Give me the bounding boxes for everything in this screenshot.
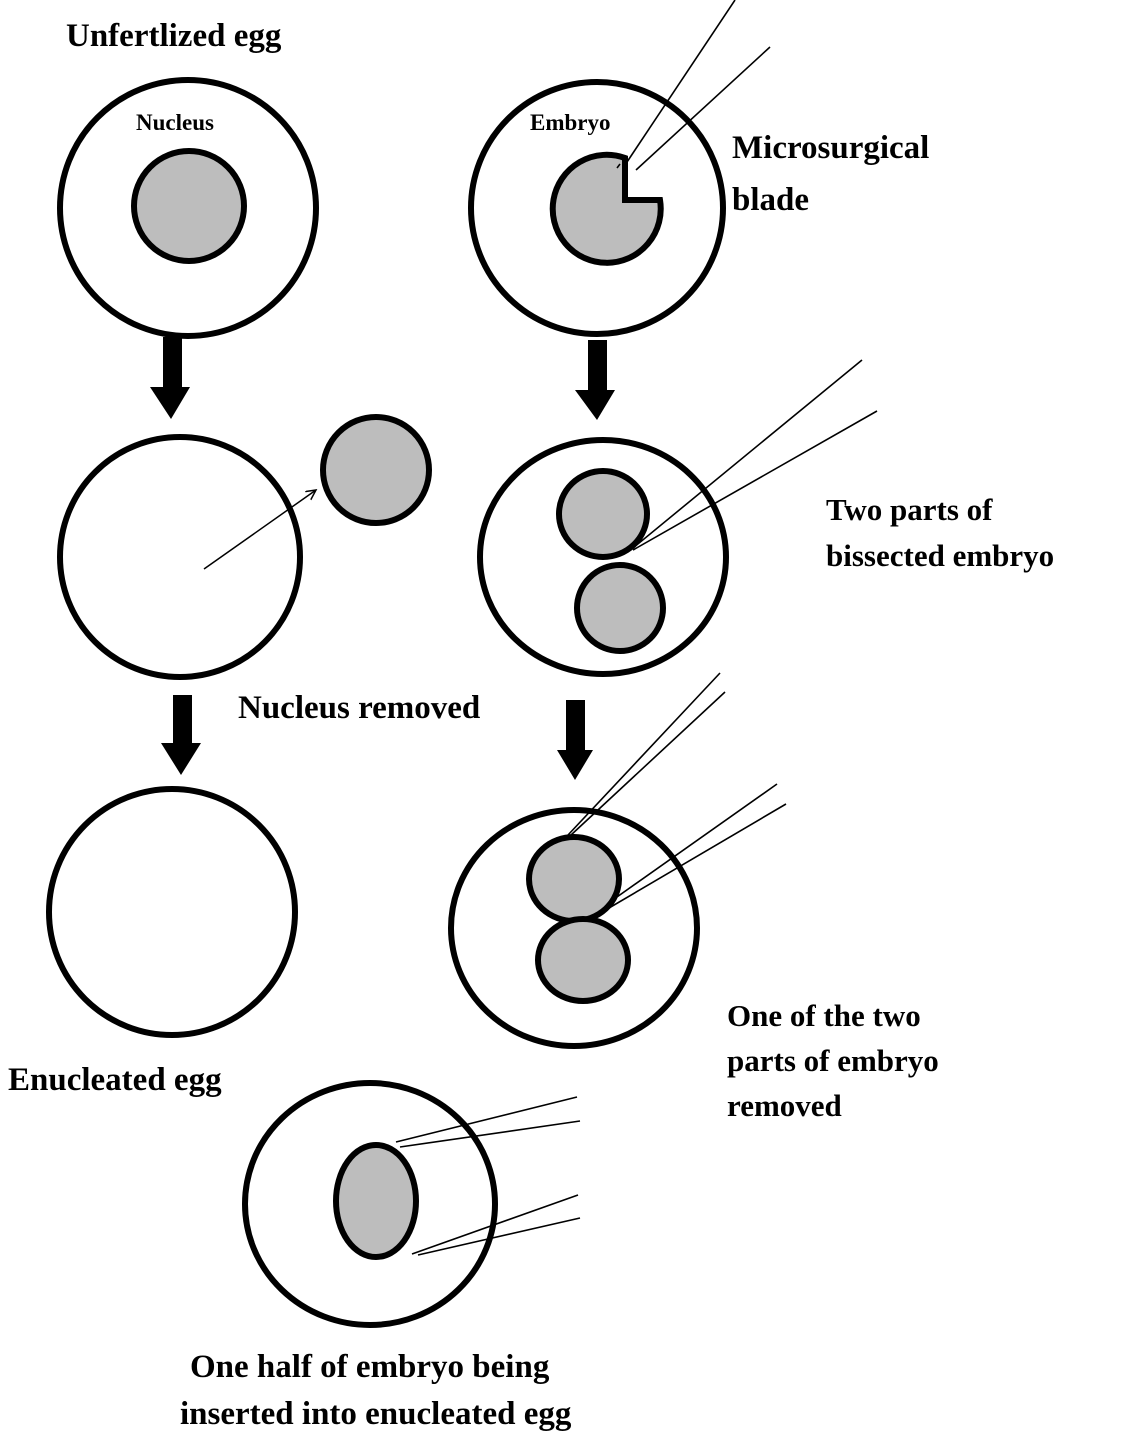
embryo-insertion (242, 1080, 498, 1328)
insertion-label-1: One half of embryo being (190, 1349, 550, 1385)
one-removed-label-1: One of the two (727, 998, 921, 1033)
removal-arrow-icon (203, 490, 316, 570)
inserted-embryo-half (333, 1142, 419, 1260)
nucleus-removed-label: Nucleus removed (238, 690, 480, 726)
down-arrow-icon (150, 337, 190, 419)
insertion-label-2: inserted into enucleated egg (180, 1396, 572, 1432)
two-parts-label-1: Two parts of (826, 492, 993, 527)
embryo-half-bottom (574, 562, 666, 654)
embryo-half-top (556, 468, 650, 560)
embryo-egg (468, 79, 726, 337)
egg-nucleus-removal (57, 414, 432, 680)
one-removed-label-3: removed (727, 1088, 842, 1123)
microsurgical-blade-label-2: blade (732, 182, 809, 218)
enucleated-egg (46, 786, 298, 1038)
down-arrow-icon (161, 695, 201, 775)
embryo-half-top (526, 834, 622, 924)
microsurgical-blade-icon (567, 672, 787, 909)
down-arrow-icon (575, 340, 615, 420)
unfertilized-egg (57, 77, 319, 339)
egg-membrane-empty (57, 434, 303, 680)
embryo-part-removal (448, 807, 700, 1049)
embryo-cut (549, 151, 664, 266)
bisected-embryo (477, 437, 729, 677)
two-parts-label-2: bissected embryo (826, 538, 1054, 573)
unfertilized-egg-label: Unfertlized egg (66, 18, 282, 54)
enucleated-egg-label: Enucleated egg (8, 1062, 222, 1098)
microsurgical-blade-icon (632, 359, 878, 551)
microsurgical-blade-icon (616, 0, 771, 171)
embryo-label: Embryo (530, 110, 611, 135)
nucleus-label: Nucleus (136, 110, 214, 135)
down-arrow-icon (557, 700, 593, 780)
removed-nucleus (320, 414, 432, 526)
microsurgical-blade-label-1: Microsurgical (732, 130, 929, 166)
egg-nucleus (131, 148, 247, 264)
one-removed-label-2: parts of embryo (727, 1043, 939, 1078)
microsurgical-blade-icon (395, 1096, 581, 1256)
embryo-half-bottom (535, 916, 631, 1004)
